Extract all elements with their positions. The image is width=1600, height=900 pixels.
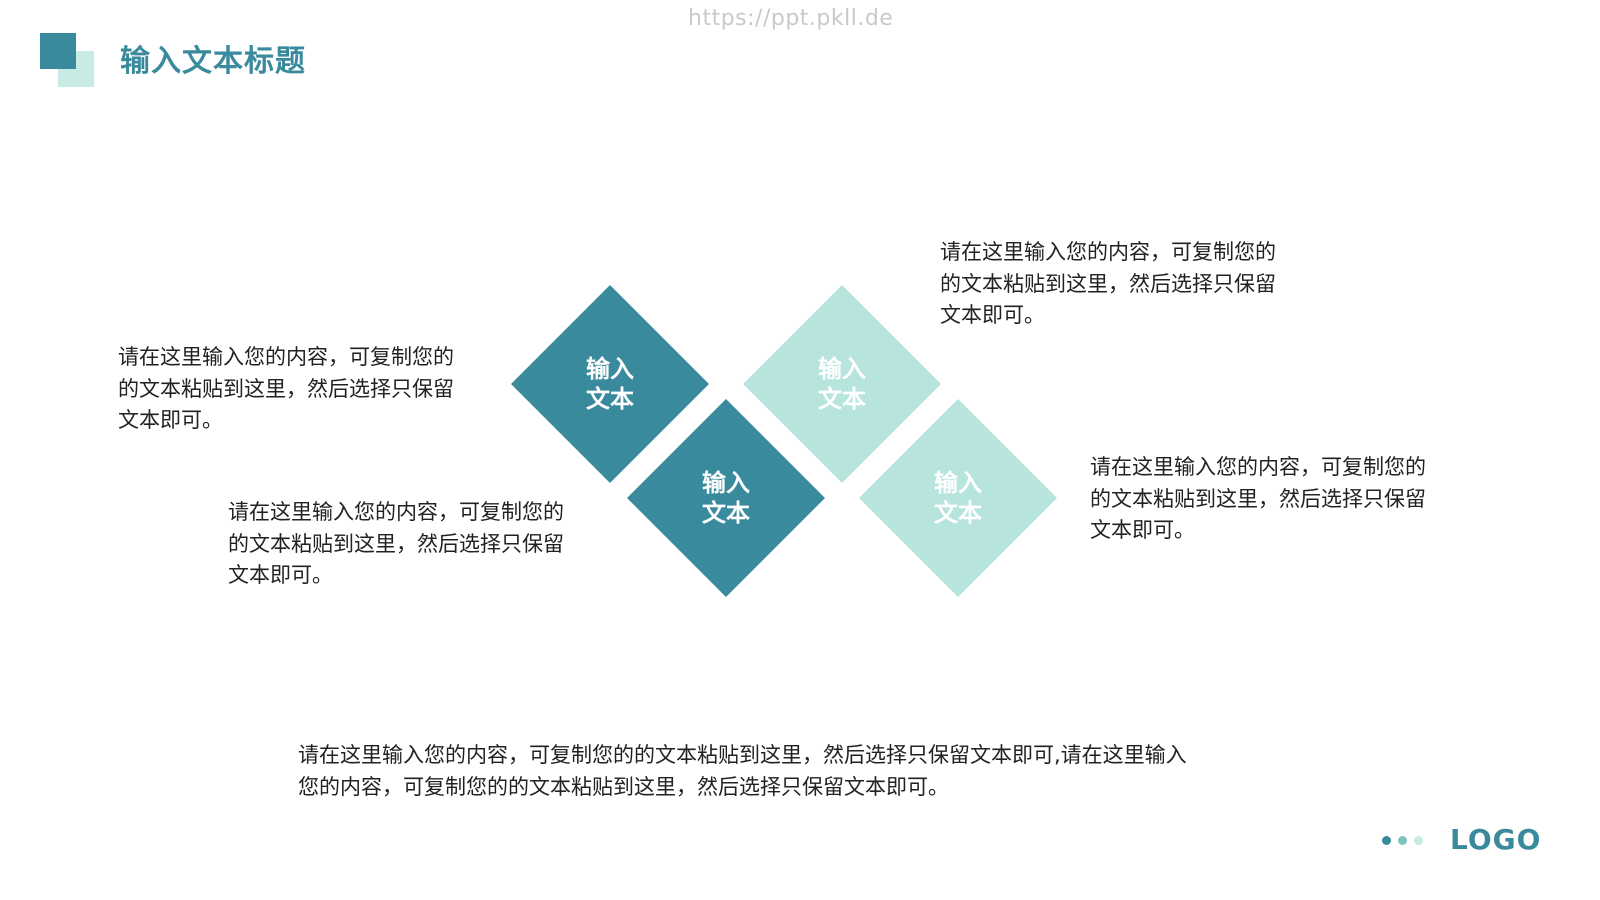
title-deco-dark-square [40, 33, 76, 69]
footer-dot-3 [1414, 836, 1423, 845]
text-right-bottom-line2: 的文本粘贴到这里，然后选择只保留 [1090, 486, 1426, 511]
diamond-2-line1: 输入 [702, 469, 750, 497]
diamond-1-line2: 文本 [586, 385, 634, 413]
page-title: 输入文本标题 [120, 44, 306, 79]
diamond-2-label: 输入 文本 [666, 468, 786, 528]
text-left-top-line2: 的文本粘贴到这里，然后选择只保留 [118, 376, 454, 401]
text-right-top-line3: 文本即可。 [940, 303, 1045, 327]
text-right-bottom: 请在这里输入您的内容，可复制您的 的文本粘贴到这里，然后选择只保留 文本即可。 [1090, 452, 1426, 547]
text-left-bottom-line1: 请在这里输入您的内容，可复制您的 [228, 500, 564, 524]
text-bottom-line1: 请在这里输入您的内容，可复制您的的文本粘贴到这里，然后选择只保留文本即可,请在这… [298, 743, 1187, 767]
diamond-3-label: 输入 文本 [782, 354, 902, 414]
footer-dot-1 [1382, 836, 1391, 845]
logo: LOGO [1450, 823, 1542, 856]
text-right-bottom-line3: 文本即可。 [1090, 518, 1195, 542]
diamond-4-line2: 文本 [934, 499, 982, 527]
diamond-2-line2: 文本 [702, 499, 750, 527]
text-left-top-line3: 文本即可。 [118, 408, 223, 432]
text-right-top: 请在这里输入您的内容，可复制您的 的文本粘贴到这里，然后选择只保留 文本即可。 [940, 237, 1276, 332]
text-left-bottom: 请在这里输入您的内容，可复制您的 的文本粘贴到这里，然后选择只保留 文本即可。 [228, 497, 564, 592]
text-left-top-line1: 请在这里输入您的内容，可复制您的 [118, 345, 454, 369]
text-left-bottom-line3: 文本即可。 [228, 563, 333, 587]
watermark-url: https://ppt.pkll.de [688, 6, 894, 31]
diamond-1-label: 输入 文本 [550, 354, 670, 414]
diamond-3-line2: 文本 [818, 385, 866, 413]
diamond-1-line1: 输入 [586, 355, 634, 383]
text-right-top-line2: 的文本粘贴到这里，然后选择只保留 [940, 271, 1276, 296]
text-left-bottom-line2: 的文本粘贴到这里，然后选择只保留 [228, 531, 564, 556]
diamond-3-line1: 输入 [818, 355, 866, 383]
diamond-4-label: 输入 文本 [898, 468, 1018, 528]
text-bottom-line2: 您的内容，可复制您的的文本粘贴到这里，然后选择只保留文本即可。 [298, 774, 949, 799]
text-right-top-line1: 请在这里输入您的内容，可复制您的 [940, 240, 1276, 264]
text-left-top: 请在这里输入您的内容，可复制您的 的文本粘贴到这里，然后选择只保留 文本即可。 [118, 342, 454, 437]
text-bottom: 请在这里输入您的内容，可复制您的的文本粘贴到这里，然后选择只保留文本即可,请在这… [298, 740, 1298, 803]
diamond-4-line1: 输入 [934, 469, 982, 497]
footer-dot-2 [1398, 836, 1407, 845]
text-right-bottom-line1: 请在这里输入您的内容，可复制您的 [1090, 455, 1426, 479]
